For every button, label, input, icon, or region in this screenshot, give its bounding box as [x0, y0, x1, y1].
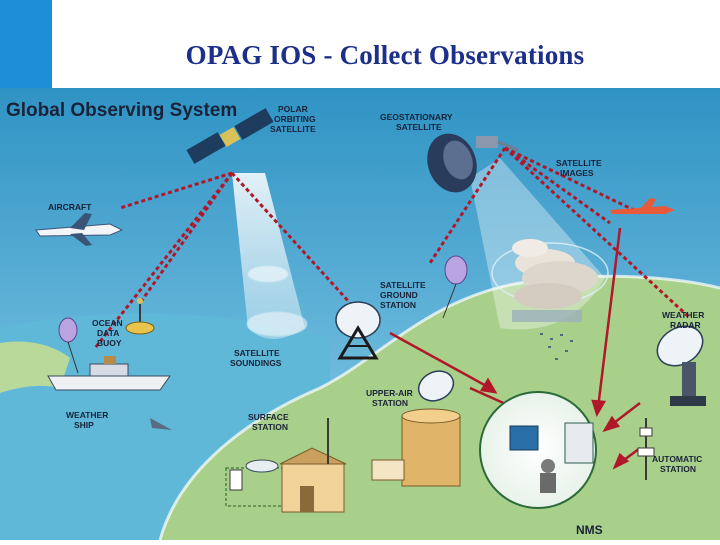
polar-satellite-icon	[186, 108, 274, 164]
geostationary-satellite-icon	[427, 133, 519, 193]
rain	[540, 333, 573, 360]
title-bar	[0, 0, 720, 88]
upper-air-balloon-icon	[442, 255, 468, 319]
weather-ship-icon	[47, 356, 172, 430]
upper-air-station-icon	[371, 370, 461, 487]
sounding-ring-1	[247, 265, 289, 283]
ocean-buoy-icon	[125, 298, 155, 335]
global-observing-system-diagram: Global Observing System	[0, 88, 720, 541]
aircraft-right-icon	[610, 198, 675, 214]
nms-icon	[479, 391, 597, 509]
nms-arrows	[389, 227, 641, 470]
label-aircraft: AIRCRAFT	[48, 202, 92, 212]
label-satellite-images: SATELLITE IMAGES	[556, 158, 604, 178]
coastline	[158, 274, 720, 541]
label-ocean-buoy: OCEAN DATA BUOY	[92, 318, 125, 348]
label-satellite-soundings: SATELLITE SOUNDINGS	[230, 348, 282, 368]
label-polar-satellite: POLAR ORBITING SATELLITE	[270, 104, 318, 134]
automatic-station-icon	[637, 418, 655, 480]
label-automatic-station: AUTOMATIC STATION	[652, 454, 705, 474]
accent-strip	[0, 0, 52, 88]
label-weather-radar: WEATHER RADAR	[662, 310, 707, 330]
sounding-ring-2	[246, 311, 308, 337]
ground-station-icon	[335, 301, 381, 360]
label-ground-station: SATELLITE GROUND STATION	[380, 280, 428, 310]
label-weather-ship: WEATHER SHIP	[66, 410, 111, 430]
surface-station-icon	[225, 418, 347, 513]
aircraft-icon	[35, 213, 124, 246]
data-links	[93, 146, 692, 349]
label-surface-station: SURFACE STATION	[248, 412, 291, 432]
weather-radar-icon	[656, 325, 706, 406]
label-nms: NMS	[576, 523, 603, 537]
sounding-beam	[232, 173, 305, 339]
weather-balloon-icon	[58, 317, 79, 374]
diagram-heading: Global Observing System	[6, 100, 237, 121]
label-geo-satellite: GEOSTATIONARY SATELLITE	[380, 112, 455, 132]
storm-cloud	[512, 239, 598, 322]
label-upper-air-station: UPPER-AIR STATION	[366, 388, 415, 408]
slide-title: OPAG IOS - Collect Observations	[185, 40, 585, 70]
